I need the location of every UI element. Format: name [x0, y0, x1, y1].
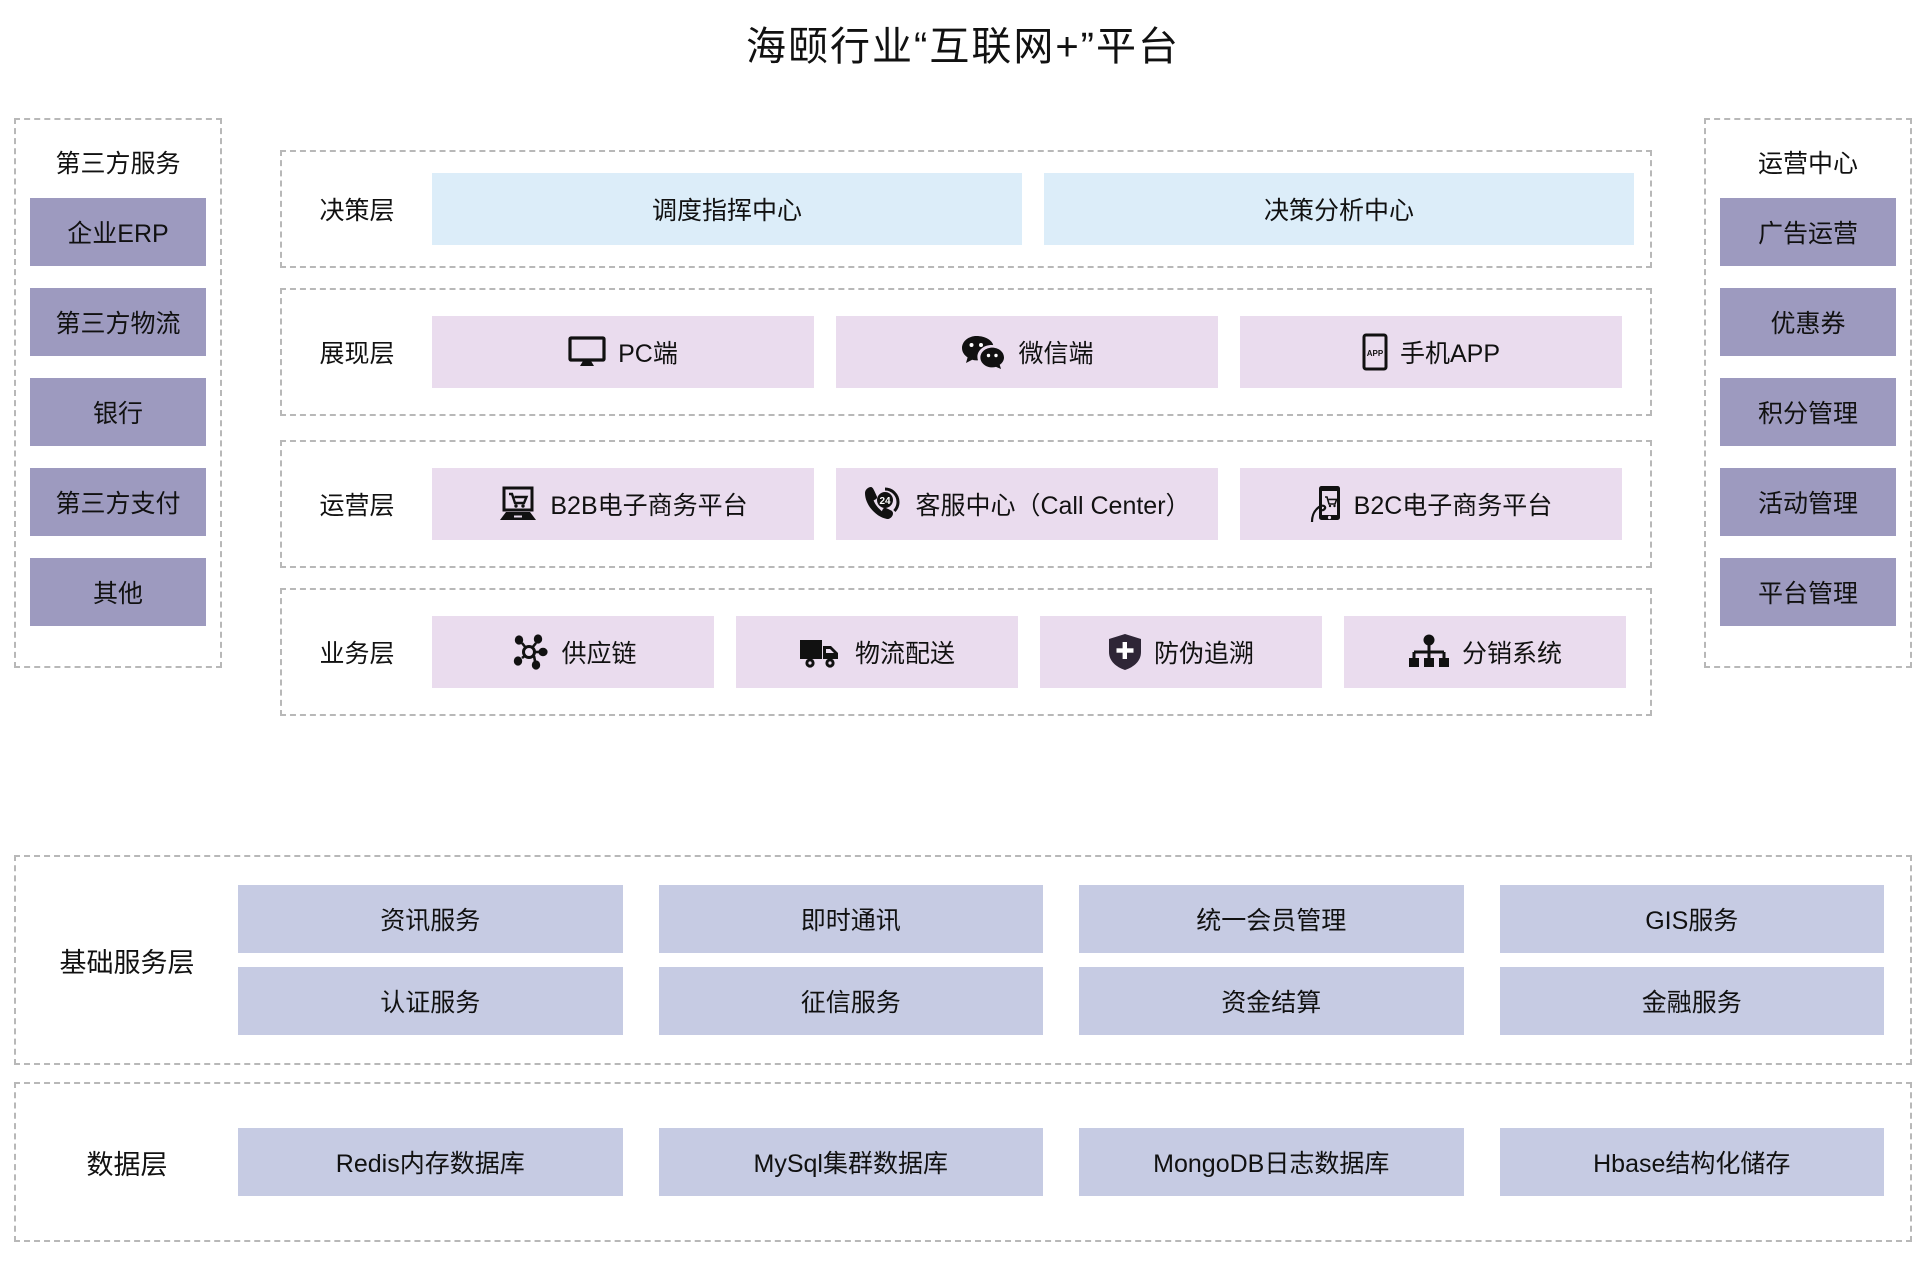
- page-title: 海颐行业“互联网+”平台: [746, 25, 1180, 69]
- data-layer-label: 数据层: [86, 1149, 168, 1180]
- layer-label-operations: 运营层: [319, 492, 395, 520]
- cell-logistics-delivery[interactable]: 物流配送: [736, 616, 1018, 688]
- svg-text:24: 24: [880, 496, 892, 507]
- laptop-cart-icon: [498, 486, 538, 522]
- cell-distribution-system[interactable]: 分销系统: [1344, 616, 1626, 688]
- cell-label: 微信端: [1018, 340, 1094, 368]
- left-item-bank[interactable]: 银行: [30, 378, 206, 446]
- base-item-authentication-service[interactable]: 认证服务: [238, 967, 623, 1035]
- cell-decision-analysis-center[interactable]: 决策分析中心: [1044, 173, 1634, 245]
- data-item-hbase-structured-storage[interactable]: Hbase结构化储存: [1499, 1128, 1884, 1196]
- section-base-service-layer: 基础服务层 资讯服务 即时通讯 统一会员管理 GIS服务 认证服务 征信服务 资…: [14, 855, 1912, 1065]
- layer-row-presentation: 展现层 PC端: [280, 288, 1652, 416]
- right-panel-operations-center: 运营中心 广告运营 优惠券 积分管理 活动管理 平台管理: [1704, 118, 1912, 668]
- cell-label: 客服中心（Call Center）: [915, 492, 1191, 520]
- right-panel-heading: 运营中心: [1757, 150, 1858, 178]
- layer-row-operations: 运营层 B2B电子商务平台: [280, 440, 1652, 568]
- right-item-coupons[interactable]: 优惠券: [1720, 288, 1896, 356]
- cell-label: PC端: [618, 340, 678, 368]
- left-panel-heading: 第三方服务: [55, 150, 181, 178]
- cell-label: 调度指挥中心: [651, 197, 802, 225]
- shield-plus-icon: [1108, 633, 1142, 671]
- cell-supply-chain[interactable]: 供应链: [432, 616, 714, 688]
- data-item-mysql-cluster-db[interactable]: MySql集群数据库: [658, 1128, 1043, 1196]
- left-item-third-party-payment[interactable]: 第三方支付: [30, 468, 206, 536]
- cell-anti-counterfeit-traceability[interactable]: 防伪追溯: [1040, 616, 1322, 688]
- base-item-instant-messaging[interactable]: 即时通讯: [658, 885, 1043, 953]
- cell-label: 防伪追溯: [1153, 640, 1254, 668]
- cell-label: 决策分析中心: [1263, 197, 1414, 225]
- svg-text:APP: APP: [1367, 349, 1384, 358]
- base-item-fund-settlement[interactable]: 资金结算: [1079, 967, 1464, 1035]
- monitor-icon: [568, 336, 606, 368]
- layer-cells-decision: 调度指挥中心 决策分析中心: [432, 152, 1654, 266]
- layer-label-presentation: 展现层: [319, 340, 395, 368]
- layer-cells-operations: B2B电子商务平台 24 客服中心（Call Center）: [432, 442, 1650, 566]
- cell-label: B2C电子商务平台: [1353, 492, 1553, 520]
- phone-app-icon: APP: [1362, 333, 1388, 371]
- right-item-campaign-management[interactable]: 活动管理: [1720, 468, 1896, 536]
- section-data-layer: 数据层 Redis内存数据库 MySql集群数据库 MongoDB日志数据库 H…: [14, 1082, 1912, 1242]
- base-service-layer-label: 基础服务层: [59, 947, 195, 978]
- cell-customer-service-center[interactable]: 24 客服中心（Call Center）: [836, 468, 1218, 540]
- phone-24-icon: 24: [863, 485, 903, 523]
- cell-b2b-ecommerce-platform[interactable]: B2B电子商务平台: [432, 468, 814, 540]
- base-item-financial-service[interactable]: 金融服务: [1499, 967, 1884, 1035]
- hand-phone-cart-icon: [1310, 484, 1342, 524]
- layer-cells-business: 供应链 物流配送: [432, 590, 1650, 714]
- base-item-unified-member-management[interactable]: 统一会员管理: [1079, 885, 1464, 953]
- truck-icon: [799, 635, 843, 669]
- data-item-mongodb-log-db[interactable]: MongoDB日志数据库: [1079, 1128, 1464, 1196]
- layer-label-business: 业务层: [319, 640, 395, 668]
- cell-label: 物流配送: [854, 640, 955, 668]
- right-item-points-management[interactable]: 积分管理: [1720, 378, 1896, 446]
- layer-row-decision: 决策层 调度指挥中心 决策分析中心: [280, 150, 1652, 268]
- cell-label: 手机APP: [1399, 340, 1501, 368]
- base-item-credit-service[interactable]: 征信服务: [658, 967, 1043, 1035]
- layer-cells-presentation: PC端 微信端: [432, 290, 1650, 414]
- base-item-gis-service[interactable]: GIS服务: [1499, 885, 1884, 953]
- distribution-tree-icon: [1408, 634, 1450, 670]
- cell-label: 分销系统: [1461, 640, 1562, 668]
- cell-label: B2B电子商务平台: [550, 492, 748, 520]
- left-panel-third-party-services: 第三方服务 企业ERP 第三方物流 银行 第三方支付 其他: [14, 118, 222, 668]
- base-service-layer-grid: 资讯服务 即时通讯 统一会员管理 GIS服务 认证服务 征信服务 资金结算 金融…: [238, 885, 1910, 1035]
- cell-wechat-client[interactable]: 微信端: [836, 316, 1218, 388]
- wechat-icon: [960, 334, 1006, 370]
- data-item-redis-memory-db[interactable]: Redis内存数据库: [238, 1128, 623, 1196]
- left-item-other[interactable]: 其他: [30, 558, 206, 626]
- network-node-icon: [509, 633, 549, 671]
- data-layer-grid: Redis内存数据库 MySql集群数据库 MongoDB日志数据库 Hbase…: [238, 1128, 1910, 1196]
- layer-label-decision: 决策层: [319, 197, 395, 225]
- cell-label: 供应链: [561, 640, 637, 668]
- cell-b2c-ecommerce-platform[interactable]: B2C电子商务平台: [1240, 468, 1622, 540]
- right-item-ad-operations[interactable]: 广告运营: [1720, 198, 1896, 266]
- left-item-third-party-logistics[interactable]: 第三方物流: [30, 288, 206, 356]
- base-item-news-service[interactable]: 资讯服务: [238, 885, 623, 953]
- right-item-platform-management[interactable]: 平台管理: [1720, 558, 1896, 626]
- cell-mobile-app[interactable]: APP 手机APP: [1240, 316, 1622, 388]
- cell-pc-client[interactable]: PC端: [432, 316, 814, 388]
- layer-row-business: 业务层: [280, 588, 1652, 716]
- left-item-enterprise-erp[interactable]: 企业ERP: [30, 198, 206, 266]
- cell-dispatch-command-center[interactable]: 调度指挥中心: [432, 173, 1022, 245]
